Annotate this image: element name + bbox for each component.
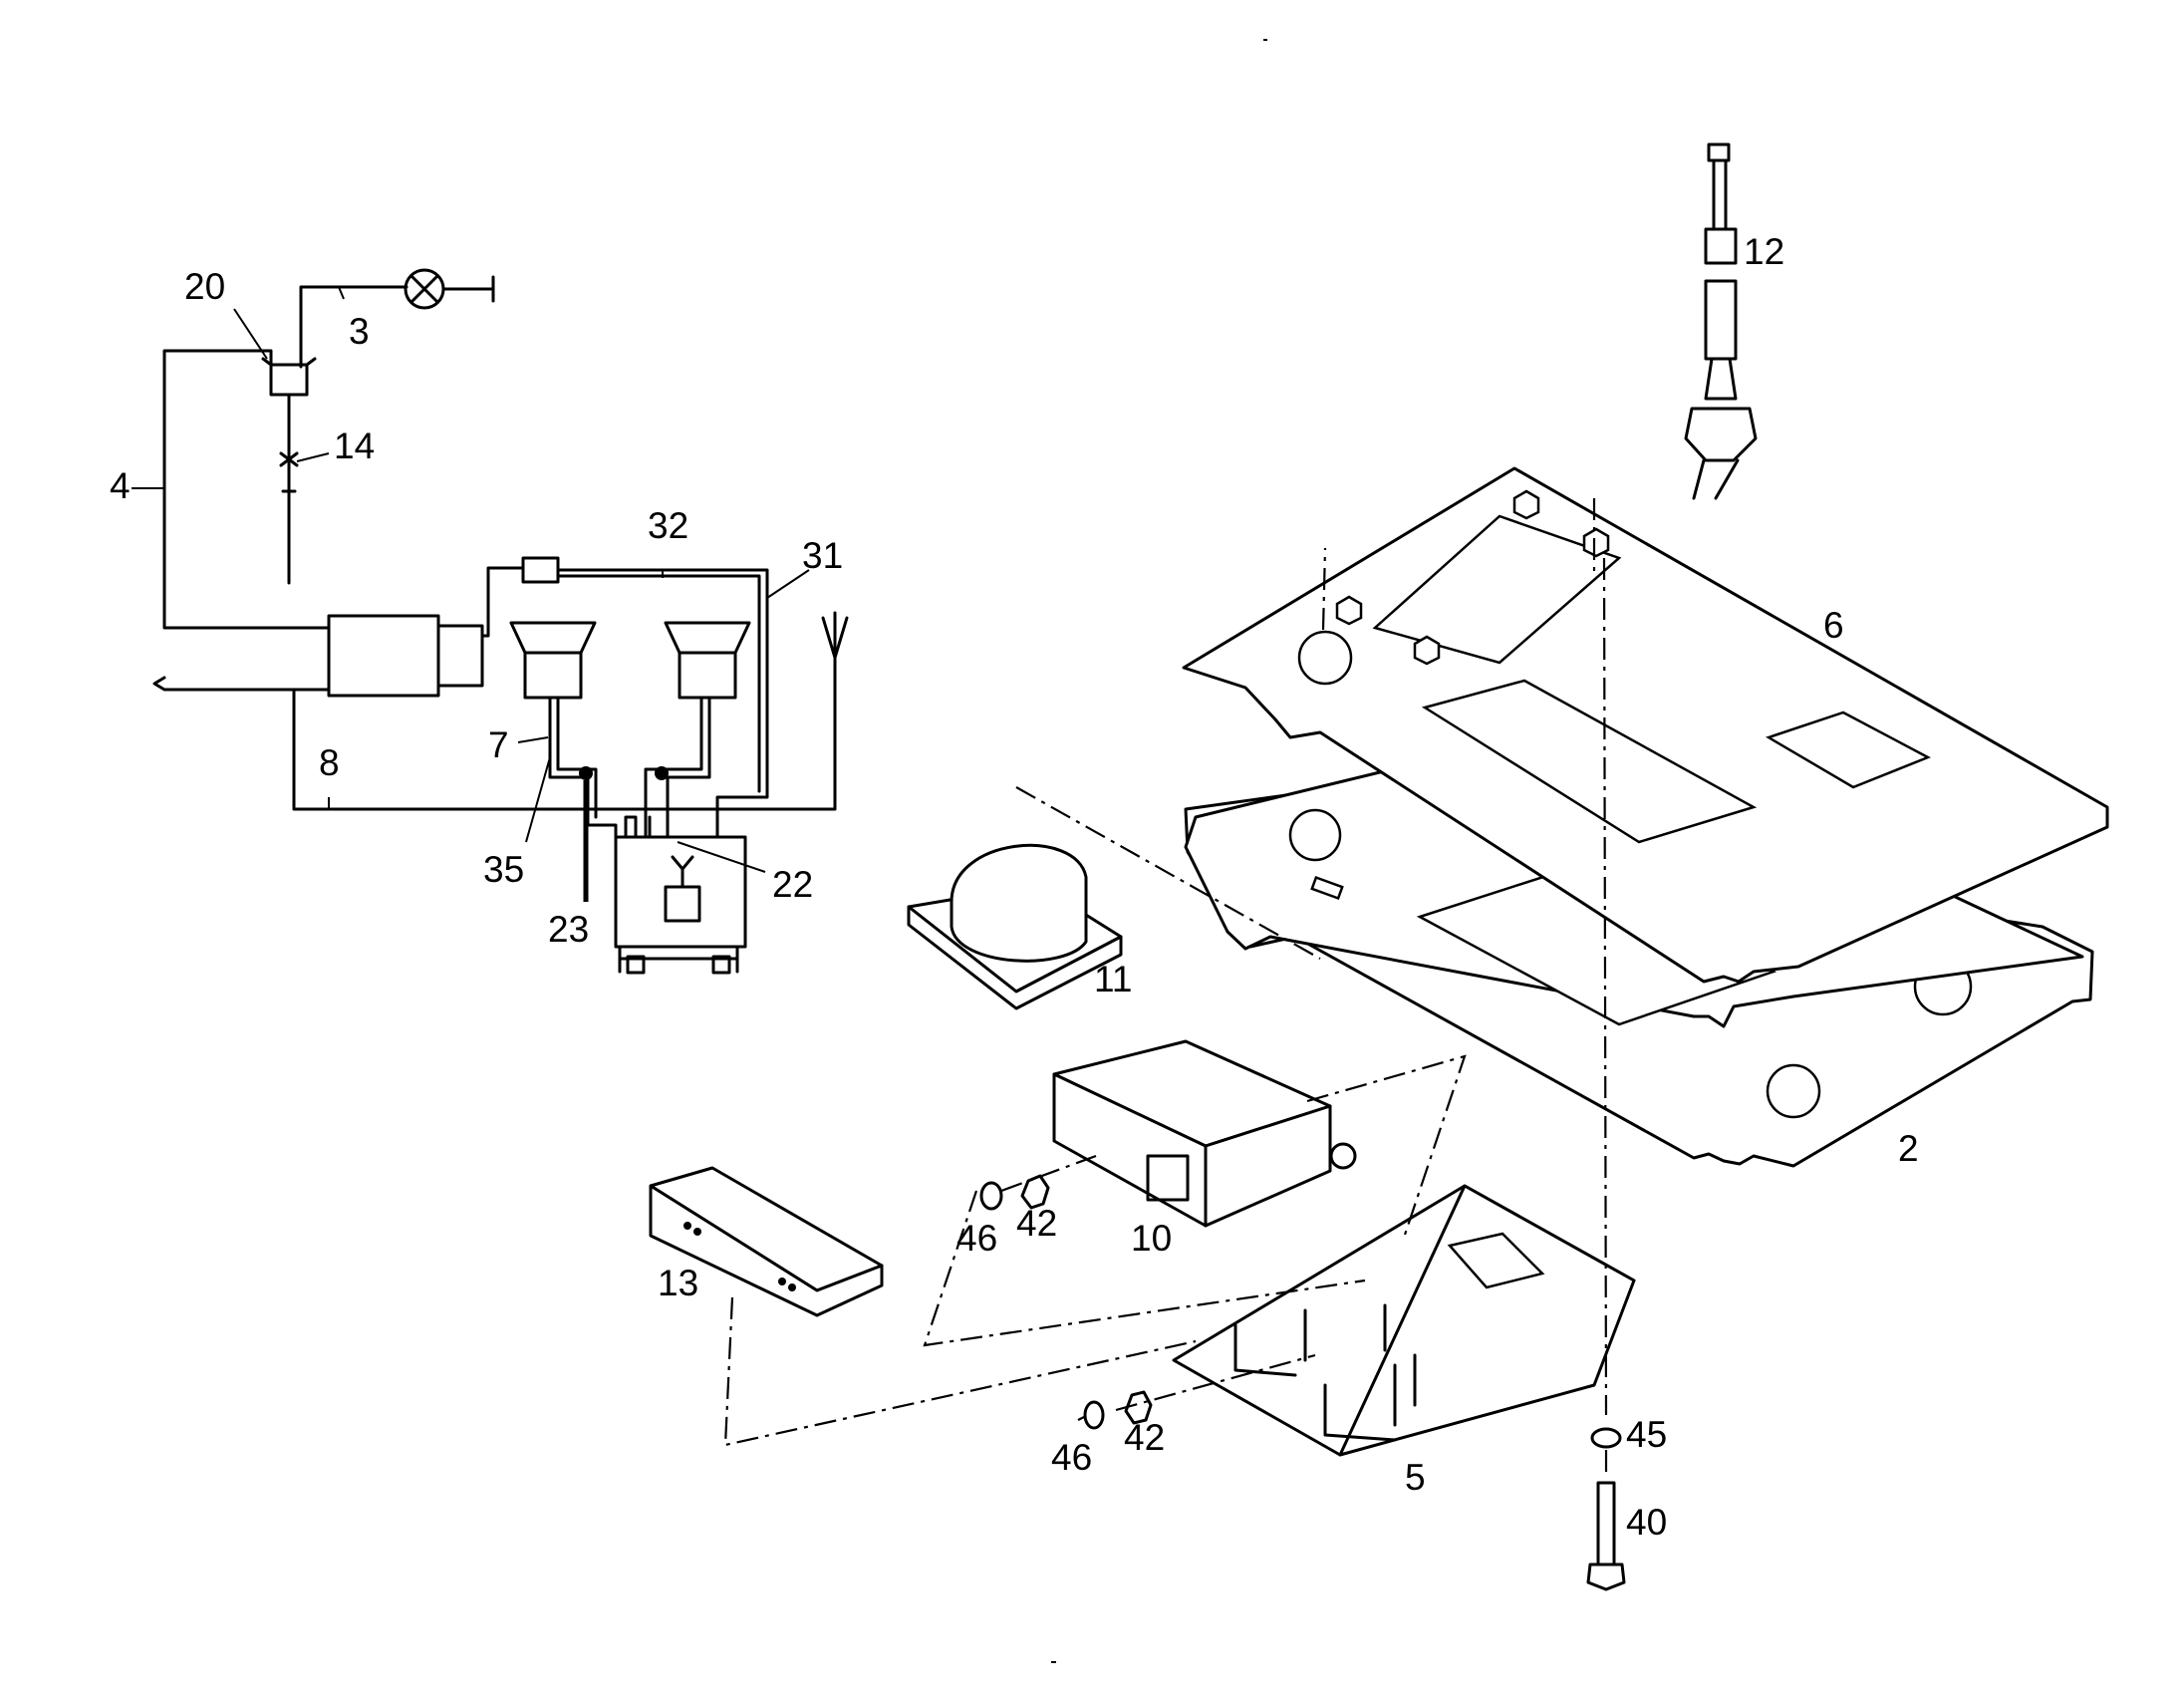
nut-set	[1335, 489, 1610, 666]
part-10-radio	[1052, 1039, 1357, 1228]
control-box-symbol	[614, 815, 747, 975]
hardware	[979, 1174, 1626, 1591]
callout-35: 35	[483, 849, 524, 890]
callout-3: 3	[349, 311, 370, 352]
callout-20: 20	[184, 266, 225, 307]
antenna-symbol	[821, 611, 849, 714]
callout-22: 22	[772, 864, 813, 905]
antenna-part-12	[1684, 142, 1758, 500]
callout-2: 2	[1898, 1128, 1919, 1169]
connector-20	[261, 357, 317, 413]
callout-10: 10	[1131, 1218, 1172, 1259]
callout-42a: 42	[1016, 1203, 1057, 1244]
callout-14: 14	[334, 426, 375, 466]
assembly-lines	[723, 498, 1608, 1475]
radio-unit-symbol	[327, 614, 484, 698]
callout-46a: 46	[956, 1218, 997, 1259]
callout-7: 7	[488, 724, 509, 765]
speaker-right-symbol	[664, 621, 751, 700]
callout-13: 13	[658, 1263, 698, 1303]
callout-46b: 46	[1051, 1437, 1092, 1478]
callout-6: 6	[1823, 605, 1844, 646]
part-11-mount	[907, 843, 1123, 1010]
wiring-schematic	[132, 268, 849, 975]
callout-42b: 42	[1124, 1417, 1165, 1458]
callout-5: 5	[1405, 1457, 1426, 1498]
lamp-symbol	[404, 268, 495, 310]
callout-11: 11	[1094, 959, 1132, 999]
callout-40: 40	[1626, 1502, 1667, 1543]
callout-4: 4	[110, 465, 131, 506]
callout-31: 31	[802, 535, 843, 576]
callout-labels: 20 3 14 4 32 31 7 8 35 22 23 12 6 11 2 4…	[110, 231, 1919, 1543]
part-13-module	[649, 1166, 884, 1317]
callout-23: 23	[548, 909, 589, 950]
bracket-5	[1172, 1184, 1636, 1457]
callout-12: 12	[1744, 231, 1784, 272]
callout-8: 8	[319, 742, 340, 783]
speaker-left-symbol	[509, 621, 597, 700]
callout-32: 32	[648, 505, 688, 546]
plate-6	[1182, 466, 2109, 984]
callout-45: 45	[1626, 1414, 1667, 1455]
